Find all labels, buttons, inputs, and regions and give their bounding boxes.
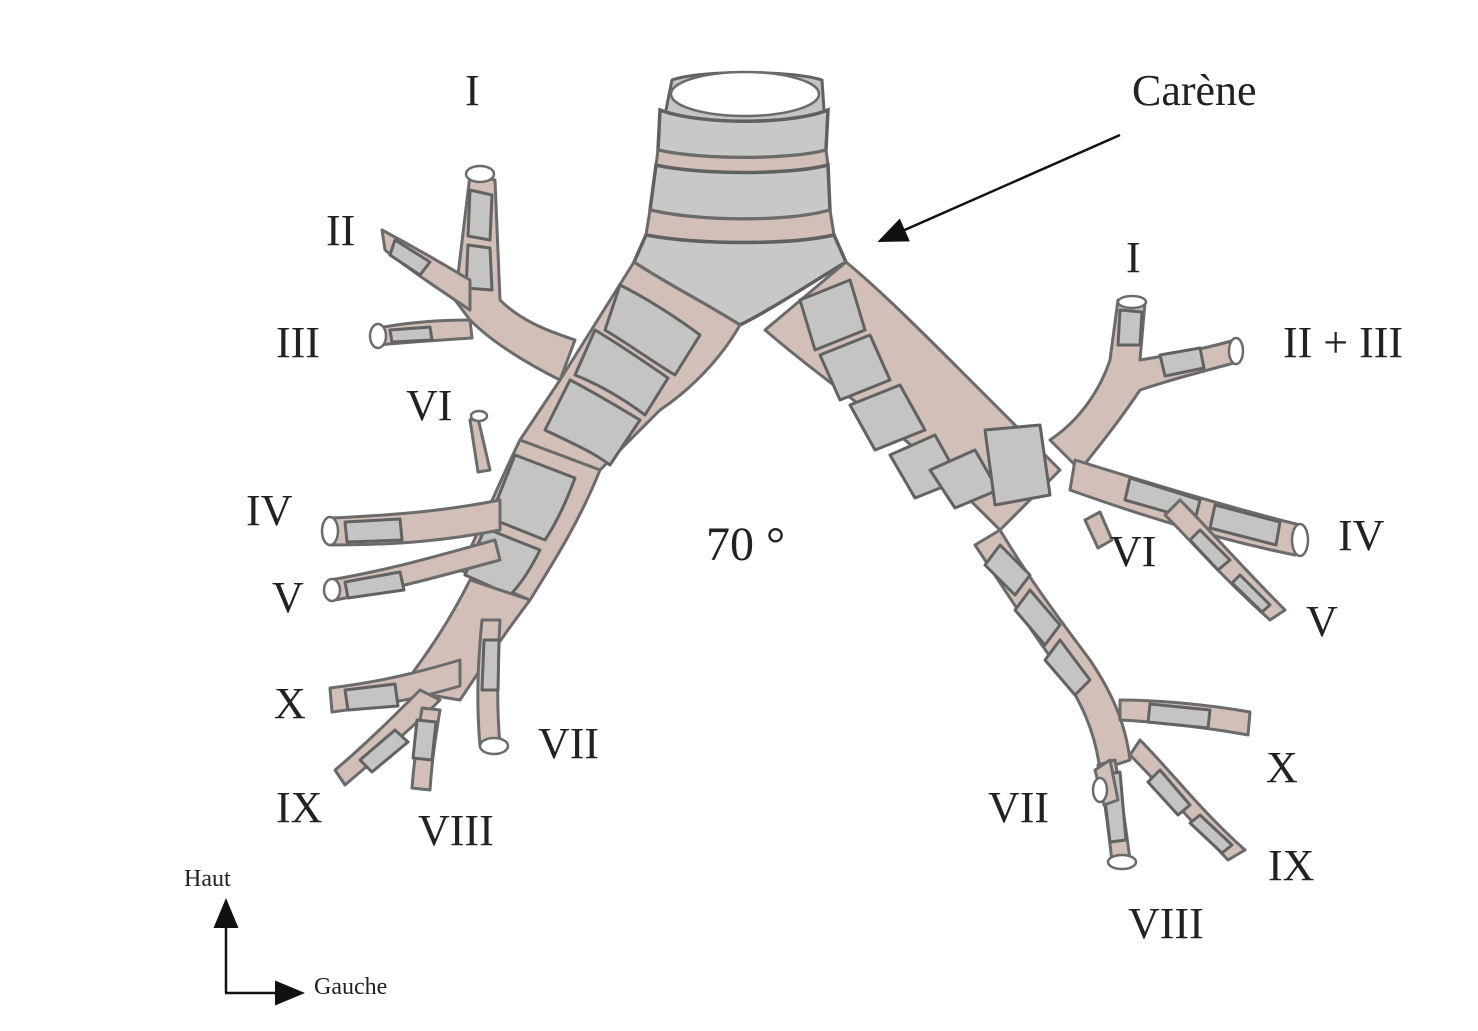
right-segment-III: III	[276, 318, 320, 367]
right-segment-IV: IV	[246, 486, 293, 535]
right-lower-lobe	[320, 498, 532, 792]
trachea	[631, 70, 849, 328]
left-lower-lobe	[973, 510, 1252, 871]
right-lung-segment-labels: I II III VI IV V X IX VIII VII	[246, 66, 599, 855]
right-upper-lobe	[368, 164, 577, 474]
left-segment-VI: VI	[1110, 527, 1156, 576]
left-segment-VII: VII	[988, 783, 1049, 832]
left-segment-I: I	[1126, 233, 1141, 282]
left-main-bronchus	[763, 260, 1062, 532]
carina-label: Carène	[1132, 66, 1257, 115]
left-segment-VIII: VIII	[1128, 899, 1204, 948]
left-segment-II-III: II + III	[1283, 318, 1403, 367]
axis-label-up: Haut	[184, 866, 231, 892]
tracheal-lumen	[669, 70, 821, 118]
right-segment-X: X	[274, 679, 306, 728]
right-segment-I: I	[465, 66, 480, 115]
right-segment-VIII: VIII	[418, 806, 494, 855]
right-segment-V: V	[272, 573, 304, 622]
left-lung-segment-labels: I II + III IV V VI VII X IX VIII	[988, 233, 1403, 948]
carina-annotation: Carène	[877, 66, 1257, 243]
left-segment-IV: IV	[1338, 511, 1385, 560]
axis-label-left: Gauche	[314, 974, 387, 1000]
left-segment-X: X	[1266, 743, 1298, 792]
right-segment-VII: VII	[538, 719, 599, 768]
left-segment-IX: IX	[1268, 841, 1314, 890]
carinal-angle-label: 70 °	[706, 518, 785, 571]
right-segment-IX: IX	[276, 783, 322, 832]
left-segment-V: V	[1306, 597, 1338, 646]
right-segment-II: II	[326, 206, 355, 255]
right-segment-VI: VI	[406, 381, 452, 430]
carina-arrow	[877, 133, 1121, 243]
left-upper-lobe	[1048, 294, 1310, 622]
orientation-indicator: Haut Gauche	[184, 866, 387, 1006]
